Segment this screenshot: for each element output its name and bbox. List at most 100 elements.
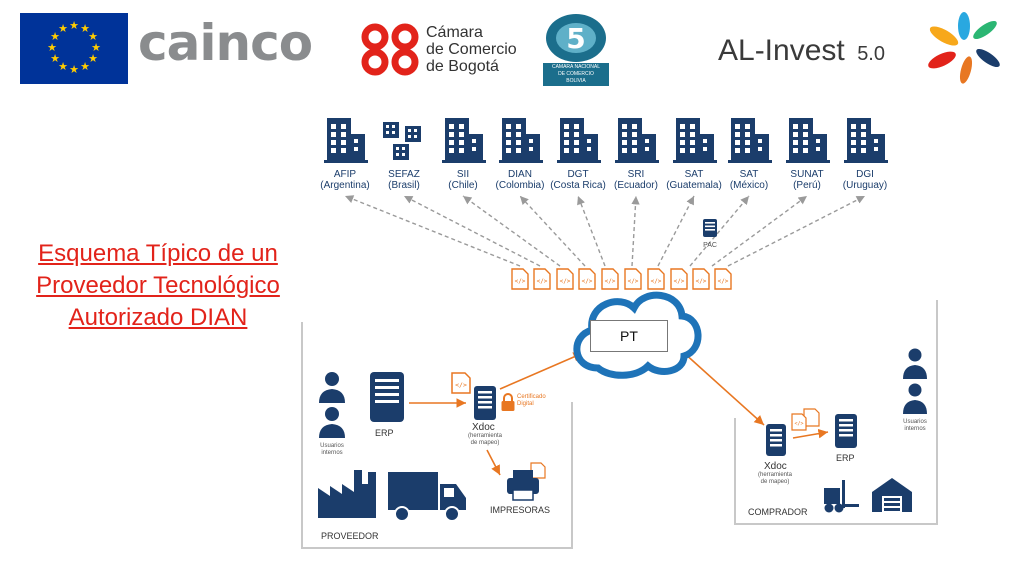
authority-1: SEFAZ(Brasil) (369, 114, 439, 191)
svg-text:</>: </> (582, 278, 593, 285)
warehouse-icon (872, 478, 912, 512)
provider-xml-file: </> (451, 372, 471, 399)
xml-file-icon: </> (556, 268, 574, 290)
factory-icon (318, 470, 376, 518)
authority-country: (Colombia) (495, 180, 545, 191)
users-label-line-1: Usuarios (320, 443, 344, 449)
xml-file-icon: </> (692, 268, 710, 290)
xml-file-9: </> (714, 268, 732, 295)
authority-country: (Costa Rica) (550, 180, 606, 191)
svg-text:</>: </> (537, 278, 548, 285)
alinvest-version: 5.0 (857, 43, 885, 65)
xml-file-6: </> (647, 268, 665, 295)
xml-file-icon: </> (624, 268, 642, 290)
authority-2: SII(Chile) (428, 114, 498, 191)
buyer-users-line-2: internos (904, 426, 926, 432)
authority-country: (Chile) (448, 180, 478, 191)
svg-text:</>: </> (628, 278, 639, 285)
cnc-line-2: DE COMERCIO (558, 71, 594, 77)
authority-country: (Ecuador) (614, 180, 658, 191)
svg-text:★: ★ (80, 23, 90, 35)
authority-name: SUNAT (790, 169, 824, 180)
xml-file-8: </> (692, 268, 710, 295)
provider-users-label: Usuarios internos (308, 443, 356, 457)
svg-text:★: ★ (91, 42, 101, 54)
buyer-users-label: Usuarios internos (892, 419, 938, 433)
svg-text:★: ★ (58, 61, 68, 73)
authority-8: SUNAT(Perú) (772, 114, 842, 191)
xdoc-sub-line-2: de mapeo) (470, 440, 500, 446)
svg-text:★: ★ (88, 53, 98, 65)
alinvest-flower-icon (928, 12, 1000, 84)
authority-country: (Guatemala) (666, 180, 722, 191)
submission-arrows (344, 195, 866, 267)
truck-icon (388, 472, 466, 522)
svg-text:</>: </> (696, 278, 707, 285)
xml-file-4: </> (601, 268, 619, 295)
eu-flag-logo: ★★★ ★★★ ★★★ ★★★ (20, 13, 128, 84)
authority-country: (México) (729, 180, 769, 191)
authority-0: AFIP(Argentina) (310, 114, 380, 191)
authority-9: DGI(Uruguay) (830, 114, 900, 191)
svg-text:★: ★ (88, 31, 98, 43)
buildings-icon (383, 122, 421, 160)
xml-file-icon: </> (714, 268, 732, 290)
building-icon (673, 118, 717, 163)
authority-country: (Uruguay) (842, 180, 888, 191)
cnc-line-3: BOLIVIA (566, 78, 586, 84)
building-icon (442, 118, 486, 163)
svg-text:</>: </> (651, 278, 662, 285)
slide-title: Esquema Típico de un Proveedor Tecnológi… (18, 238, 298, 334)
provider-xdoc-server-icon (474, 386, 496, 420)
xml-file-5: </> (624, 268, 642, 295)
provider-xdoc-label: Xdoc (472, 422, 495, 433)
svg-text:</>: </> (455, 381, 467, 389)
svg-text:</>: </> (560, 278, 571, 285)
building-icon (728, 118, 772, 163)
ccb-logo: Cámara de Comercio de Bogotá (360, 22, 530, 78)
xml-file-1: </> (533, 268, 551, 295)
cnc-logo: 5 CAMARA NACIONAL DE COMERCIO BOLIVIA (537, 8, 615, 86)
printer-icon (507, 462, 546, 501)
authority-name: SII (456, 169, 470, 180)
cainco-logo: cainco (138, 14, 313, 72)
building-icon (615, 118, 659, 163)
xdoc-sub-line-1: (herramienta (467, 433, 502, 439)
buyer-box-label: COMPRADOR (748, 507, 808, 517)
alinvest-name: AL-Invest (718, 34, 845, 67)
building-icon (844, 118, 888, 163)
authority-6: SAT(Guatemala) (659, 114, 729, 191)
svg-text:</>: </> (674, 278, 685, 285)
xml-file-3: </> (578, 268, 596, 295)
buyer-box-outline (734, 300, 938, 525)
provider-box-label: PROVEEDOR (321, 531, 379, 541)
authority-name: DGT (567, 169, 589, 180)
svg-text:★: ★ (50, 31, 60, 43)
buyer-erp-label: ERP (836, 453, 855, 463)
xml-file-icon: </> (533, 268, 551, 290)
xml-file-icon: </> (578, 268, 596, 290)
xml-file-icon: </> (791, 408, 820, 431)
building-icon (786, 118, 830, 163)
cnc-emblem-icon: 5 (546, 14, 606, 62)
server-icon (703, 219, 717, 237)
forklift-icon (824, 480, 859, 513)
svg-text:★: ★ (47, 42, 57, 54)
building-icon (557, 118, 601, 163)
title-line-1: Esquema Típico de un (38, 240, 278, 267)
lock-icon (501, 393, 515, 411)
users-label-line-2: internos (321, 450, 343, 456)
xml-file-0: </> (511, 268, 529, 295)
xml-file-icon: </> (601, 268, 619, 290)
svg-text:</>: </> (605, 278, 616, 285)
buyer-xdoc-sub: (herramienta de mapeo) (752, 472, 798, 486)
svg-text:★: ★ (69, 64, 79, 76)
alinvest-logo: AL-Invest 5.0 (718, 34, 885, 68)
building-icon (499, 118, 543, 163)
authority-7: SAT(México) (714, 114, 784, 191)
authority-4: DGT(Costa Rica) (543, 114, 613, 191)
provider-erp-server-icon (370, 372, 404, 422)
eu-stars-icon: ★★★ ★★★ ★★★ ★★★ (47, 20, 101, 76)
cert-label: Certificado Digital (517, 394, 546, 408)
provider-box-outline (301, 322, 573, 549)
